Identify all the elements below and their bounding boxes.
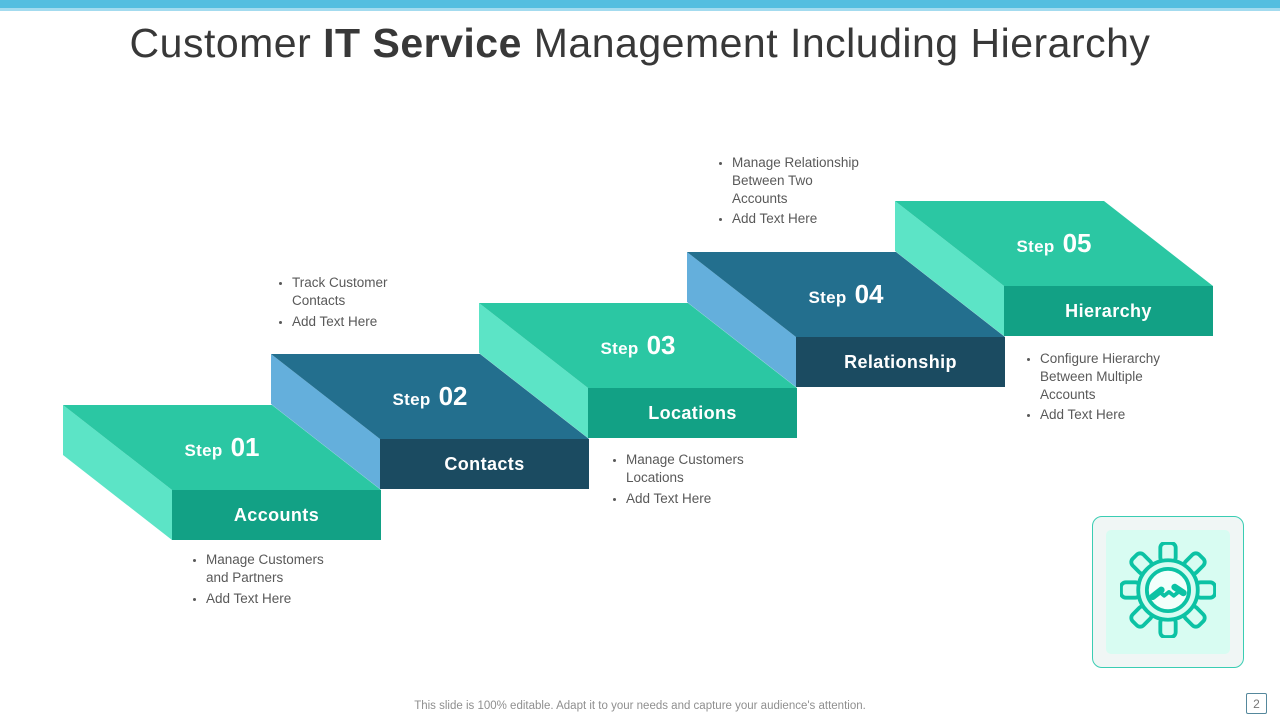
step-02-label: Contacts	[444, 453, 525, 474]
step-05-notes: Configure Hierarchy Between Multiple Acc…	[1020, 350, 1177, 427]
step-05-front-face: Hierarchy	[1004, 286, 1213, 336]
note-item: Add Text Here	[732, 210, 862, 228]
slide-title: Customer IT Service Management Including…	[0, 20, 1280, 67]
note-item: Manage Customers and Partners	[206, 551, 343, 587]
note-item: Add Text Here	[206, 590, 343, 608]
step-05-label: Hierarchy	[1065, 300, 1152, 321]
step-01-notes: Manage Customers and Partners Add Text H…	[186, 551, 343, 610]
step-word: Step	[184, 441, 223, 460]
step-05-caption: Step 05	[1017, 228, 1092, 259]
step-02-caption: Step 02	[393, 381, 468, 412]
page-number[interactable]: 2	[1246, 693, 1267, 714]
step-02-front-face: Contacts	[380, 439, 589, 489]
step-word: Step	[600, 339, 639, 358]
top-accent-bar	[0, 0, 1280, 11]
step-02-notes: Track Customer Contacts Add Text Here	[272, 274, 409, 333]
step-03-label: Locations	[648, 402, 737, 423]
step-04-label: Relationship	[844, 351, 957, 372]
step-01-front-face: Accounts	[172, 490, 381, 540]
title-pre: Customer	[129, 20, 324, 66]
icon-card[interactable]	[1092, 516, 1244, 668]
step-03-front-face: Locations	[588, 388, 797, 438]
note-item: Configure Hierarchy Between Multiple Acc…	[1040, 350, 1177, 403]
step-03-notes: Manage Customers Locations Add Text Here	[606, 451, 763, 510]
note-item: Manage Relationship Between Two Accounts	[732, 154, 862, 207]
title-post: Management Including Hierarchy	[521, 20, 1151, 66]
gear-handshake-icon	[1119, 540, 1217, 643]
step-number: 02	[438, 381, 468, 411]
step-number: 03	[646, 330, 676, 360]
step-number: 04	[854, 279, 884, 309]
icon-card-inner	[1106, 530, 1230, 654]
step-word: Step	[392, 390, 431, 409]
step-number: 01	[230, 432, 260, 462]
step-04-caption: Step 04	[809, 279, 884, 310]
step-word: Step	[1016, 237, 1055, 256]
step-01-caption: Step 01	[185, 432, 260, 463]
step-03-caption: Step 03	[601, 330, 676, 361]
step-01-label: Accounts	[233, 504, 320, 525]
title-bold: IT Service	[323, 20, 522, 66]
step-word: Step	[808, 288, 847, 307]
step-block-01[interactable]: Step 01 Accounts	[63, 405, 381, 540]
step-04-notes: Manage Relationship Between Two Accounts…	[712, 154, 862, 231]
step-number: 05	[1062, 228, 1092, 258]
step-04-front-face: Relationship	[796, 337, 1005, 387]
note-item: Add Text Here	[1040, 406, 1177, 424]
note-item: Manage Customers Locations	[626, 451, 763, 487]
note-item: Add Text Here	[626, 490, 763, 508]
note-item: Track Customer Contacts	[292, 274, 409, 310]
footer-note: This slide is 100% editable. Adapt it to…	[414, 700, 866, 712]
note-item: Add Text Here	[292, 313, 409, 331]
